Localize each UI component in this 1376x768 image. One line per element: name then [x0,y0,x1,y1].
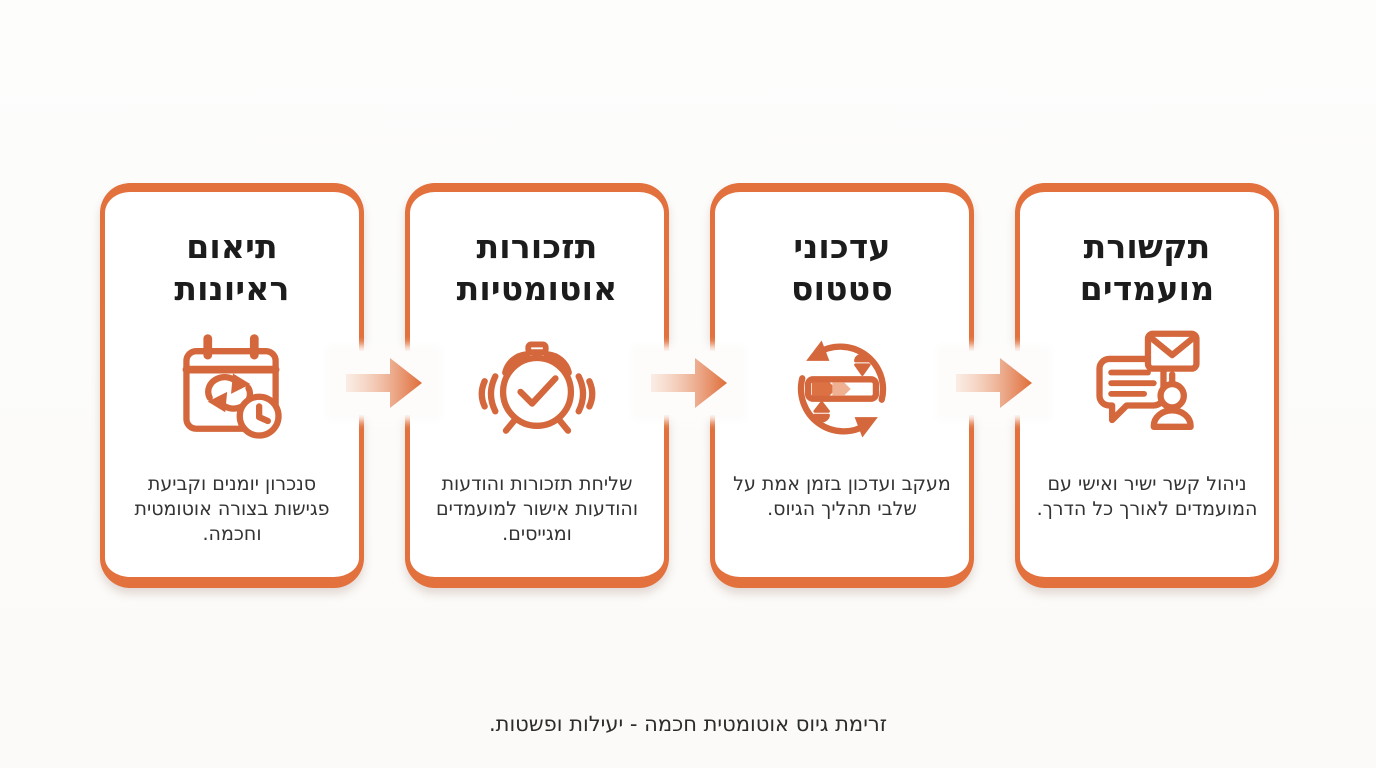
card-description: ניהול קשר ישיר ואישי עם המועמדים לאורך כ… [1036,473,1258,520]
flow-arrow-icon [637,351,741,415]
flow-arrow-icon [942,351,1046,415]
calendar-sync-icon [169,322,295,456]
card-description: סנכרון יומנים וקביעת פגישות בצורה אוטומט… [134,473,330,545]
card-title-line: סטטוס [790,269,893,308]
card-title: תזכורות אוטומטיות [457,226,618,310]
footer-caption: זרימת גיוס אוטומטית חכמה - יעילות ופשטות… [488,712,888,736]
card-title-line: עדכוני [793,227,891,266]
process-card-status-updates: עדכוני סטטוס מעקב ועדכון בזמן אמת על שלב… [710,183,974,588]
card-title: עדכוני סטטוס [791,226,893,310]
status-progress-icon [779,322,905,456]
process-cards-row: תיאום ראיונות סנכרון יומנים וקביעת פג [100,183,1279,588]
card-title-line: אוטומטיות [456,269,618,308]
flow-arrow-icon [332,351,436,415]
card-description: שליחת תזכורות והודעות והודעות אישור למוע… [436,473,638,545]
card-title: תיאום ראיונות [174,226,289,310]
process-card-interview-coordination: תיאום ראיונות סנכרון יומנים וקביעת פג [100,183,364,588]
card-title-line: תקשורת [1083,227,1211,266]
process-card-automatic-reminders: תזכורות אוטומטיות שליחת תז [405,183,669,588]
card-title-line: תיאום [186,227,278,266]
card-title-line: מועמדים [1079,269,1215,308]
chat-mail-person-icon [1084,322,1210,456]
card-title-line: ראיונות [174,269,290,308]
card-title: תקשורת מועמדים [1080,226,1215,310]
card-description: מעקב ועדכון בזמן אמת על שלבי תהליך הגיוס… [733,473,951,520]
card-title-line: תזכורות [476,227,598,266]
alarm-clock-icon [474,322,600,456]
process-card-candidate-communication: תקשורת מועמדים ניהול קשר ישיר ואישי עם ה… [1015,183,1279,588]
